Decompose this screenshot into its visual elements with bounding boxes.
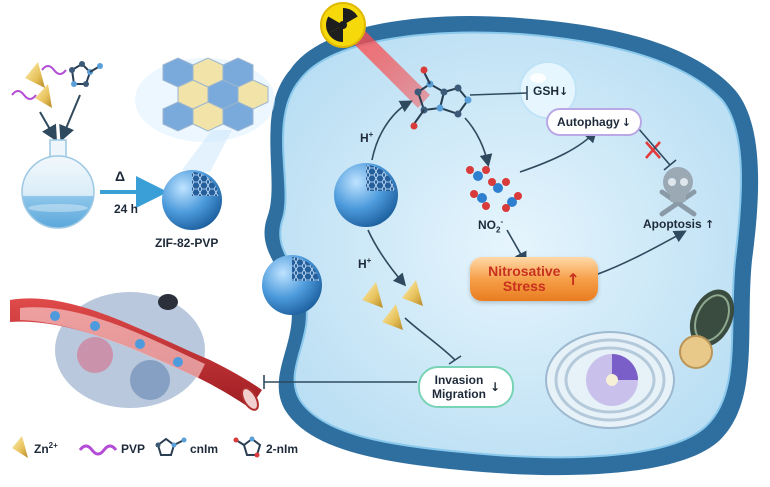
proton-symbol: H: [358, 257, 367, 271]
zif-framework-structure: [135, 57, 275, 172]
nitrosative-text: Nitrosative: [488, 263, 561, 279]
mitochondria: [679, 289, 735, 369]
legend-zn-charge: 2+: [48, 441, 58, 450]
gsh-label: GSH↓: [533, 84, 568, 98]
down-arrow-icon: ↓: [621, 115, 631, 129]
nanoparticle-entering: [262, 255, 322, 315]
invasion-migration-pill: Invasion Migration ↓: [418, 366, 514, 408]
cnim-molecule-icon: [69, 61, 103, 87]
zinc-ions-released: [362, 280, 423, 330]
proton-label-top: H+: [360, 130, 373, 145]
legend-2nim-label: 2-nIm: [266, 442, 299, 456]
proton-charge: +: [368, 130, 374, 139]
blood-vessel-tumor: [10, 292, 262, 411]
zinc-pyramid-icon: [12, 436, 28, 458]
down-arrow-icon: ↓: [489, 380, 501, 394]
no2-ions: [466, 166, 522, 212]
zinc-pyramid-icon: [35, 84, 52, 108]
legend-zn-label: Zn2+: [34, 441, 58, 456]
autophagy-apoptosis-line: [637, 127, 671, 166]
inhibit-invasion-line: [404, 317, 456, 361]
heat-label: Δ: [115, 168, 126, 184]
pvp-wave-icon: [11, 90, 37, 100]
autophagy-text: Autophagy: [557, 115, 620, 129]
cnim-released-molecule: [410, 66, 472, 130]
zinc-pyramid-icon: [402, 280, 423, 306]
proton-symbol: H: [360, 131, 369, 145]
zinc-pyramid-icon: [362, 282, 383, 308]
skull-crossbones-icon: [659, 167, 697, 217]
pvp-wave-icon: [41, 65, 67, 75]
arrow-np-to-zinc: [367, 229, 407, 287]
autophagy-apoptosis-bar: [663, 159, 677, 171]
no2-charge: -: [500, 217, 504, 226]
round-bottom-flask: [21, 139, 95, 229]
nucleus-er: [545, 331, 675, 429]
time-label: 24 h: [114, 202, 139, 216]
proton-label-mid: H+: [358, 256, 371, 271]
legend-pvp-label: PVP: [121, 442, 146, 456]
down-arrow-icon: ↓: [559, 85, 569, 98]
arrow-np-to-cnim: [371, 100, 413, 161]
cancer-cell: [264, 15, 759, 476]
autophagy-pill: Autophagy↓: [546, 108, 642, 136]
inhibit-gsh-line: [469, 92, 528, 96]
arrow-cnim-to-no2: [464, 117, 493, 168]
gsh-bubble: [519, 61, 577, 119]
up-arrow-icon: ↑: [705, 218, 715, 231]
synthesis-precursors: [11, 61, 103, 142]
up-arrow-icon: ↑: [566, 269, 580, 289]
nitrosative-stress-box: Nitrosative Stress ↑: [470, 257, 598, 301]
laser-beam: [340, 18, 430, 108]
apoptosis-label: Apoptosis ↑: [643, 217, 714, 231]
no2-subscript: 2: [496, 225, 501, 235]
no2-text: NO: [478, 218, 496, 232]
zinc-pyramid-icon: [25, 62, 45, 88]
zinc-pyramid-icon: [382, 304, 403, 330]
2-nim-molecule-icon: [233, 436, 262, 458]
no2-label: NO2-: [478, 217, 503, 234]
pathway-arrows: [263, 86, 687, 389]
legend-zn-text: Zn: [34, 442, 49, 456]
pvp-wave-icon: [78, 444, 118, 456]
product-label: ZIF-82-PVP: [155, 236, 219, 250]
arrow-no2-to-autophagy: [519, 129, 598, 173]
zif-nanoparticle-product: [162, 170, 222, 230]
radiation-source: [320, 2, 430, 108]
arrow-stress-to-apoptosis: [597, 230, 687, 275]
legend-cnim-label: cnIm: [190, 442, 219, 456]
nanoparticle-intracellular: [334, 163, 398, 227]
inhibit-invasion-bar: [448, 355, 462, 365]
migration-text: Migration: [431, 387, 486, 401]
cnim-molecule-icon: [155, 437, 187, 456]
gsh-text: GSH: [533, 84, 560, 98]
invasion-text: Invasion: [434, 373, 484, 387]
stress-text: Stress: [502, 278, 546, 294]
proton-charge: +: [366, 256, 372, 265]
inhibition-cross-icon: [645, 141, 661, 159]
apoptosis-text: Apoptosis: [643, 217, 702, 231]
legend-icons: [12, 436, 262, 458]
